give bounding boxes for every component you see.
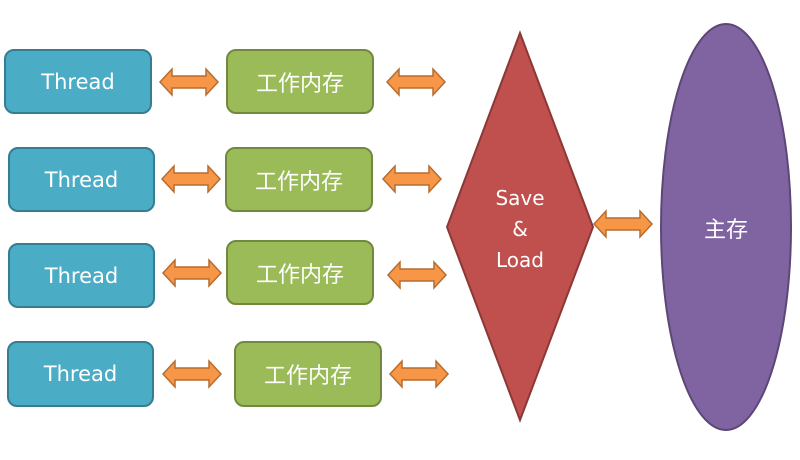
working-memory-box: 工作内存 bbox=[225, 147, 373, 212]
arrow-wm-saveload-4 bbox=[389, 360, 449, 388]
working-memory-box: 工作内存 bbox=[226, 240, 374, 305]
thread-label: Thread bbox=[44, 167, 119, 192]
arrow-saveload-main bbox=[593, 210, 653, 238]
arrow-thread-wm-2 bbox=[161, 165, 221, 193]
save-load-line2: & bbox=[512, 217, 528, 241]
arrow-wm-saveload-1 bbox=[386, 68, 446, 96]
thread-label: Thread bbox=[41, 69, 115, 94]
working-memory-label: 工作内存 bbox=[255, 262, 344, 288]
arrow-wm-saveload-3 bbox=[387, 261, 447, 289]
arrow-thread-wm-4 bbox=[162, 360, 222, 388]
main-memory-ellipse bbox=[660, 23, 792, 431]
arrow-thread-wm-1 bbox=[159, 68, 219, 96]
working-memory-label: 工作内存 bbox=[254, 169, 343, 195]
save-load-line3: Load bbox=[496, 248, 544, 272]
working-memory-label: 工作内存 bbox=[263, 364, 352, 389]
thread-box: Thread bbox=[8, 147, 155, 212]
save-load-line1: Save bbox=[495, 186, 545, 210]
working-memory-box: 工作内存 bbox=[234, 341, 382, 407]
working-memory-box: 工作内存 bbox=[226, 49, 374, 114]
thread-label: Thread bbox=[44, 263, 119, 288]
arrow-wm-saveload-2 bbox=[382, 165, 442, 193]
thread-box: Thread bbox=[7, 341, 154, 407]
main-memory-label: 主存 bbox=[703, 218, 748, 243]
working-memory-label: 工作内存 bbox=[255, 71, 344, 97]
arrow-thread-wm-3 bbox=[162, 259, 222, 287]
thread-box: Thread bbox=[8, 243, 155, 308]
thread-box: Thread bbox=[4, 49, 152, 114]
save-load-label: Save & Load bbox=[470, 183, 570, 276]
save-load-diamond bbox=[445, 30, 595, 423]
thread-label: Thread bbox=[43, 362, 118, 386]
